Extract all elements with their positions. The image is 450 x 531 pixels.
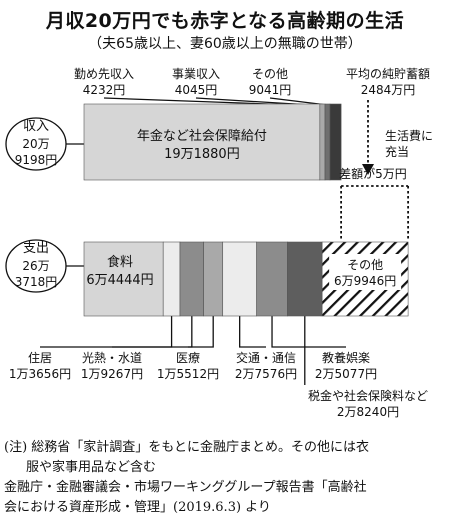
expense-utilities-leader: [112, 316, 193, 348]
expense-transport-leader: [239, 316, 266, 348]
deficit-label: 差額が5万円: [339, 166, 407, 181]
expense-housing-leader: [40, 316, 173, 348]
income-other_income-value: 9041円: [249, 83, 292, 97]
note-line: 会における資産形成・管理」(2019.6.3) より: [4, 500, 271, 515]
expense-education-leader: [271, 316, 346, 348]
expense-food-label: 食料: [107, 254, 133, 270]
expense-transport-label: 交通・通信: [236, 350, 296, 365]
expense-medical-value: 1万5512円: [157, 367, 219, 381]
income-work-label: 勤め先収入: [74, 67, 134, 81]
expense-food-value: 6万4444円: [86, 273, 153, 288]
expense-utilities-label: 光熱・水道: [82, 351, 142, 365]
income-total-oval: [5, 117, 67, 171]
expense-bar-transport: [222, 241, 257, 317]
expense-bar-education: [256, 241, 288, 317]
savings-value: 2484万円: [361, 83, 416, 97]
expense-bar-utilities: [179, 241, 204, 317]
income-other_income-label: その他: [252, 67, 288, 81]
expense-total-yen: 3718円: [15, 275, 58, 289]
income-total-amount: 20万: [22, 137, 49, 151]
income-total-title: 収入: [23, 119, 49, 134]
income-bar-other_income: [329, 103, 342, 181]
income-social-label: 年金など社会保障給付: [137, 128, 267, 144]
source-notes: (注) 総務省「家計調査」をもとに金融庁まとめ。その他には衣 服や家事用品など含…: [4, 438, 448, 518]
income-social-value: 19万1880円: [164, 147, 240, 162]
living-cost-label-2: 充当: [385, 144, 409, 159]
expense-housing-label: 住居: [28, 351, 52, 365]
living-cost-label: 生活費に: [385, 128, 433, 143]
expense-bar-tax: [287, 241, 323, 317]
expense-utilities-value: 1万9267円: [81, 367, 143, 381]
income-business-label: 事業収入: [172, 67, 220, 81]
expense-bar-food: [83, 241, 164, 317]
expense-other-label: その他: [347, 258, 383, 272]
income-work-value: 4232円: [83, 83, 126, 97]
income-bar-social: [83, 103, 321, 181]
labels: 年金など社会保障給付19万1880円勤め先収入4232円事業収入4045円その他…: [9, 67, 433, 419]
chart-subtitle: （夫65歳以上、妻60歳以上の無職の世帯）: [88, 36, 362, 52]
expense-education-value: 2万5077円: [315, 367, 377, 381]
savings-arrowhead: [362, 164, 374, 175]
expense-tax-label: 税金や社会保険料など: [308, 388, 428, 403]
income-bar-business: [324, 103, 331, 181]
expense-medical-leader: [188, 316, 214, 348]
income-total-yen: 9198円: [15, 153, 58, 167]
expense-medical-label: 医療: [176, 351, 200, 365]
note-line: (注) 総務省「家計調査」をもとに金融庁まとめ。その他には衣: [4, 440, 370, 455]
expense-tax-value: 2万8240円: [337, 405, 399, 419]
expense-total-oval: [5, 239, 67, 293]
expense-bar-housing: [162, 241, 181, 317]
expense-other-value: 6万9946円: [334, 274, 396, 288]
expense-transport-value: 2万7576円: [235, 367, 297, 381]
expense-housing-value: 1万3656円: [9, 367, 71, 381]
bars: [5, 103, 409, 317]
income-business-value: 4045円: [175, 83, 218, 97]
expense-education-label: 教養娯楽: [322, 350, 370, 365]
income-expense-chart: 年金など社会保障給付19万1880円勤め先収入4232円事業収入4045円その他…: [5, 67, 433, 419]
expense-total-title: 支出: [23, 241, 49, 256]
chart-title: 月収20万円でも赤字となる高齢期の生活: [45, 10, 405, 32]
note-line: 服や家事用品など含む: [26, 460, 157, 475]
expense-bar-medical: [203, 241, 224, 317]
income-bar-work: [319, 103, 326, 181]
note-line: 金融庁・金融審議会・市場ワーキンググループ報告書「高齢社: [4, 480, 367, 495]
savings-label: 平均の純貯蓄額: [346, 67, 430, 81]
expense-other-label-bg: [329, 254, 402, 290]
expense-total-amount: 26万: [22, 259, 49, 273]
